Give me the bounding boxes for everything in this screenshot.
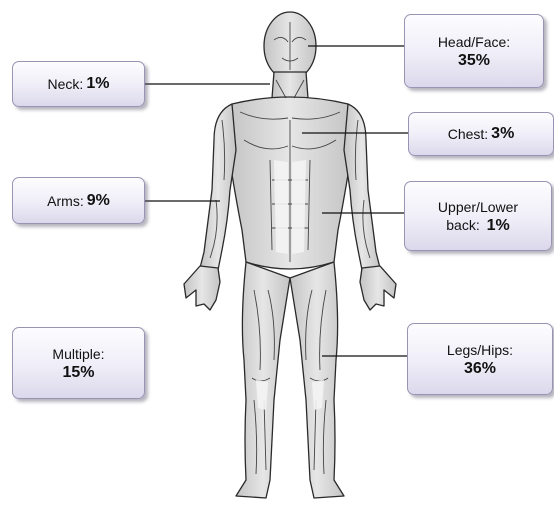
chest-label: Chest: (448, 125, 488, 143)
head-face-label-box: Head/Face: 35% (404, 14, 544, 88)
chest-label-box: Chest: 3% (408, 112, 554, 156)
multiple-value: 15% (62, 364, 94, 382)
multiple-label-box: Multiple: 15% (12, 327, 145, 399)
arms-value: 9% (87, 192, 110, 210)
figure-left-arm (200, 104, 236, 270)
figure-left-hand (184, 266, 220, 310)
legs-hips-label: Legs/Hips: (447, 341, 513, 359)
legs-hips-label-box: Legs/Hips: 36% (407, 323, 553, 395)
figure-left-leg (236, 262, 290, 498)
legs-hips-value: 36% (464, 360, 496, 378)
arms-label: Arms: (47, 192, 84, 210)
neck-value: 1% (86, 75, 109, 93)
upper-lower-back-label-box: Upper/Lower back: 1% (404, 181, 552, 251)
figure-right-leg (290, 262, 344, 498)
figure-neck (272, 72, 308, 98)
upper-lower-back-label-line2: back: (446, 217, 479, 233)
upper-lower-back-value: 1% (487, 217, 510, 234)
figure-right-hand (360, 266, 396, 310)
head-face-label: Head/Face: (438, 33, 510, 51)
upper-lower-back-label-line1: Upper/Lower (438, 198, 518, 216)
neck-label-box: Neck: 1% (12, 61, 145, 107)
multiple-label: Multiple: (52, 345, 104, 363)
neck-label: Neck: (48, 75, 84, 93)
arms-label-box: Arms: 9% (12, 177, 145, 224)
upper-lower-back-line2: back: 1% (446, 216, 509, 235)
figure-right-arm (344, 104, 380, 270)
chest-value: 3% (491, 125, 514, 143)
head-face-value: 35% (458, 52, 490, 70)
